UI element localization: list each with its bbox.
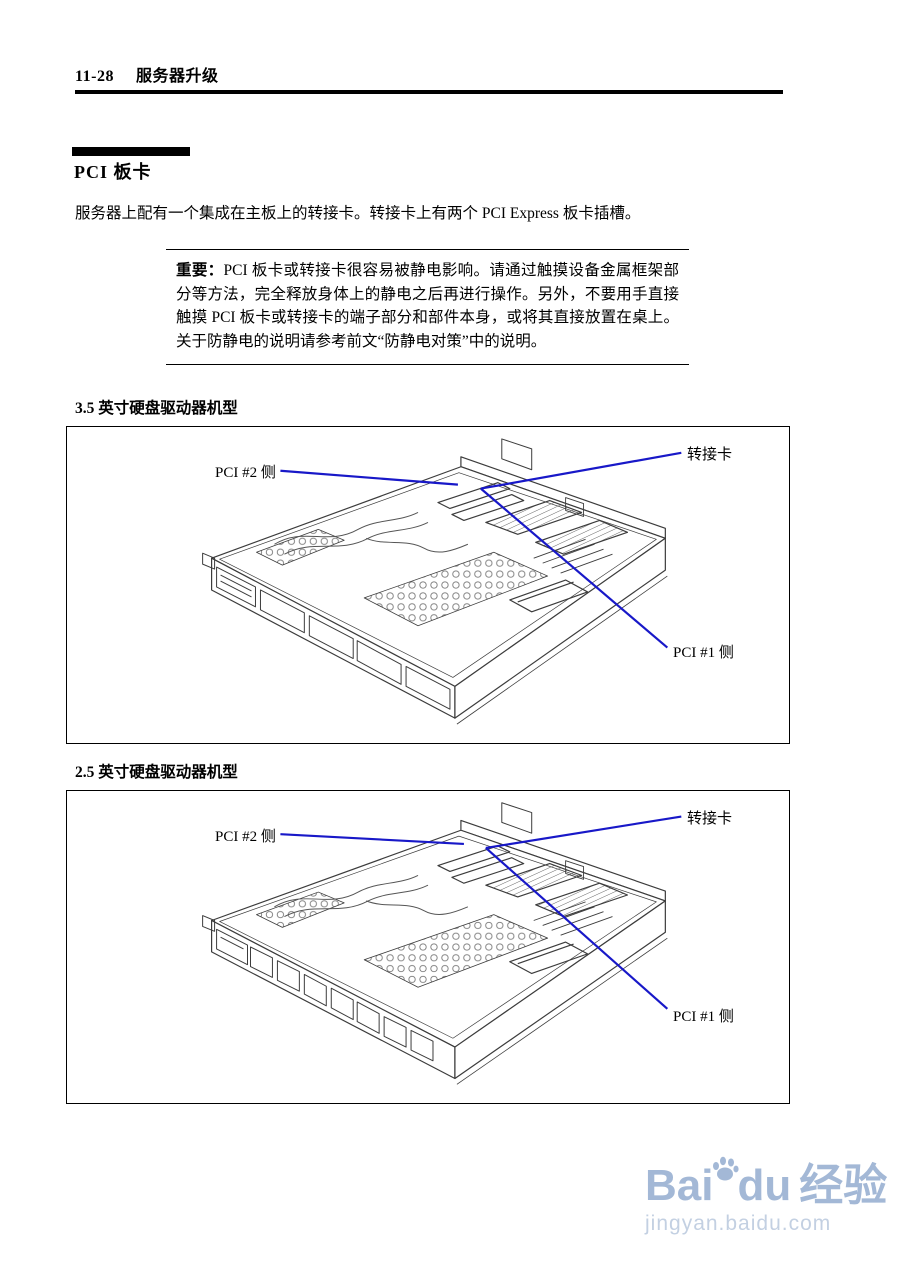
riser-card-label: 转接卡 — [687, 447, 733, 463]
pci-1-side-label: PCI #1 侧 — [673, 1009, 734, 1025]
paw-icon — [710, 1148, 740, 1192]
chassis-line-art — [202, 802, 668, 1085]
riser-card-label: 转接卡 — [687, 811, 733, 827]
header-rule — [75, 90, 783, 94]
leader-lines — [280, 451, 682, 649]
brand-text-du: du — [737, 1161, 792, 1210]
server-chassis-illustration-2-5 — [202, 802, 682, 1085]
important-notice-box: 重要：PCI 板卡或转接卡很容易被静电影响。请通过触摸设备金属框架部分等方法，完… — [166, 249, 689, 366]
watermark-brand: Bai du 经验 — [645, 1156, 888, 1210]
chassis-line-art — [202, 438, 668, 725]
page-number: 11-28 — [75, 68, 114, 85]
brand-text-cn: 经验 — [799, 1161, 888, 1210]
figure-3-5-inch-model: 转接卡 PCI #2 侧 PCI #1 侧 — [66, 426, 790, 744]
leader-lines — [280, 815, 682, 1010]
figure-caption-2-5-inch: 2.5 英寸硬盘驱动器机型 — [75, 764, 238, 781]
figure-caption-3-5-inch: 3.5 英寸硬盘驱动器机型 — [75, 400, 238, 417]
pci-2-side-label: PCI #2 侧 — [215, 829, 276, 845]
important-body: PCI 板卡或转接卡很容易被静电影响。请通过触摸设备金属框架部分等方法，完全释放… — [176, 262, 679, 350]
intro-paragraph: 服务器上配有一个集成在主板上的转接卡。转接卡上有两个 PCI Express 板… — [75, 205, 641, 222]
baidu-jingyan-watermark: Bai du 经验 jingyan.baidu.com — [645, 1156, 888, 1236]
section-title: PCI 板卡 — [74, 162, 152, 182]
brand-text-bai: Bai — [645, 1161, 714, 1210]
running-head: 11-28 服务器升级 — [75, 62, 218, 86]
pci-1-side-label: PCI #1 侧 — [673, 645, 734, 661]
pci-2-side-label: PCI #2 侧 — [215, 465, 276, 481]
section-title-bar — [72, 147, 190, 156]
server-chassis-illustration-3-5 — [202, 438, 682, 725]
important-label: 重要： — [176, 262, 224, 279]
figure-2-5-inch-model: 转接卡 PCI #2 侧 PCI #1 侧 — [66, 790, 790, 1104]
watermark-url: jingyan.baidu.com — [645, 1212, 832, 1235]
chapter-title: 服务器升级 — [135, 68, 219, 85]
